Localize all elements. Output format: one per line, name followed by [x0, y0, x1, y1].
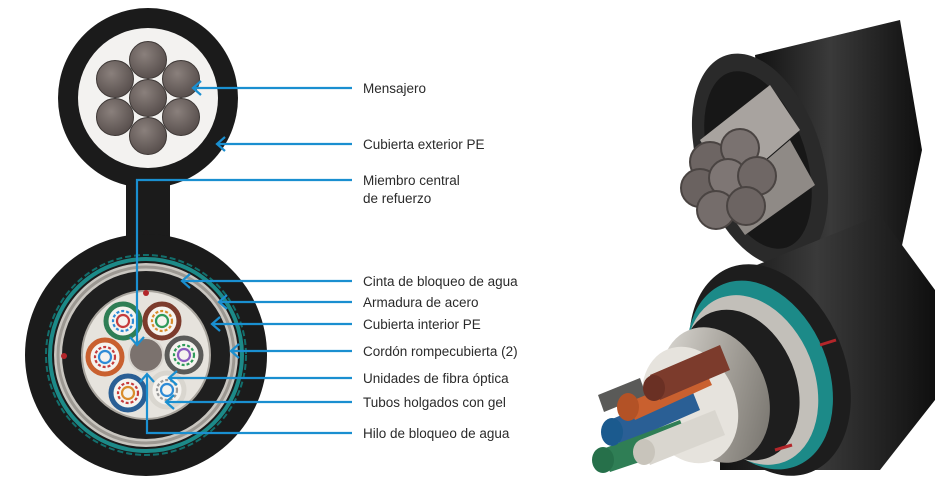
- leader-arrowheads: [129, 80, 240, 410]
- cable-3d-view: [592, 20, 935, 476]
- label-cubierta-exterior: Cubierta exterior PE: [363, 137, 485, 152]
- label-miembro-central-cont: de refuerzo: [363, 191, 432, 206]
- loose-tubes: [85, 301, 204, 413]
- messenger-wires: [96, 41, 200, 155]
- label-cubierta-interior: Cubierta interior PE: [363, 317, 481, 332]
- ripcord: [143, 290, 149, 296]
- label-armadura: Armadura de acero: [363, 295, 479, 310]
- loose-tubes-3d: [592, 345, 730, 473]
- label-cinta-bloqueo: Cinta de bloqueo de agua: [363, 274, 518, 289]
- water-blocking-tape-inner: [45, 254, 247, 456]
- label-miembro-central: Miembro central: [363, 173, 460, 188]
- water-blocking-tape: [48, 257, 244, 453]
- label-mensajero: Mensajero: [363, 81, 427, 96]
- central-strength-member: [128, 337, 164, 373]
- messenger-wires-3d: [680, 85, 815, 235]
- ripcord: [61, 353, 67, 359]
- leader-lines: [135, 86, 352, 435]
- label-unidades-fibra: Unidades de fibra óptica: [363, 371, 509, 386]
- label-tubos: Tubos holgados con gel: [363, 395, 506, 410]
- label-cordon: Cordón rompecubierta (2): [363, 344, 518, 359]
- label-hilo: Hilo de bloqueo de agua: [363, 426, 510, 441]
